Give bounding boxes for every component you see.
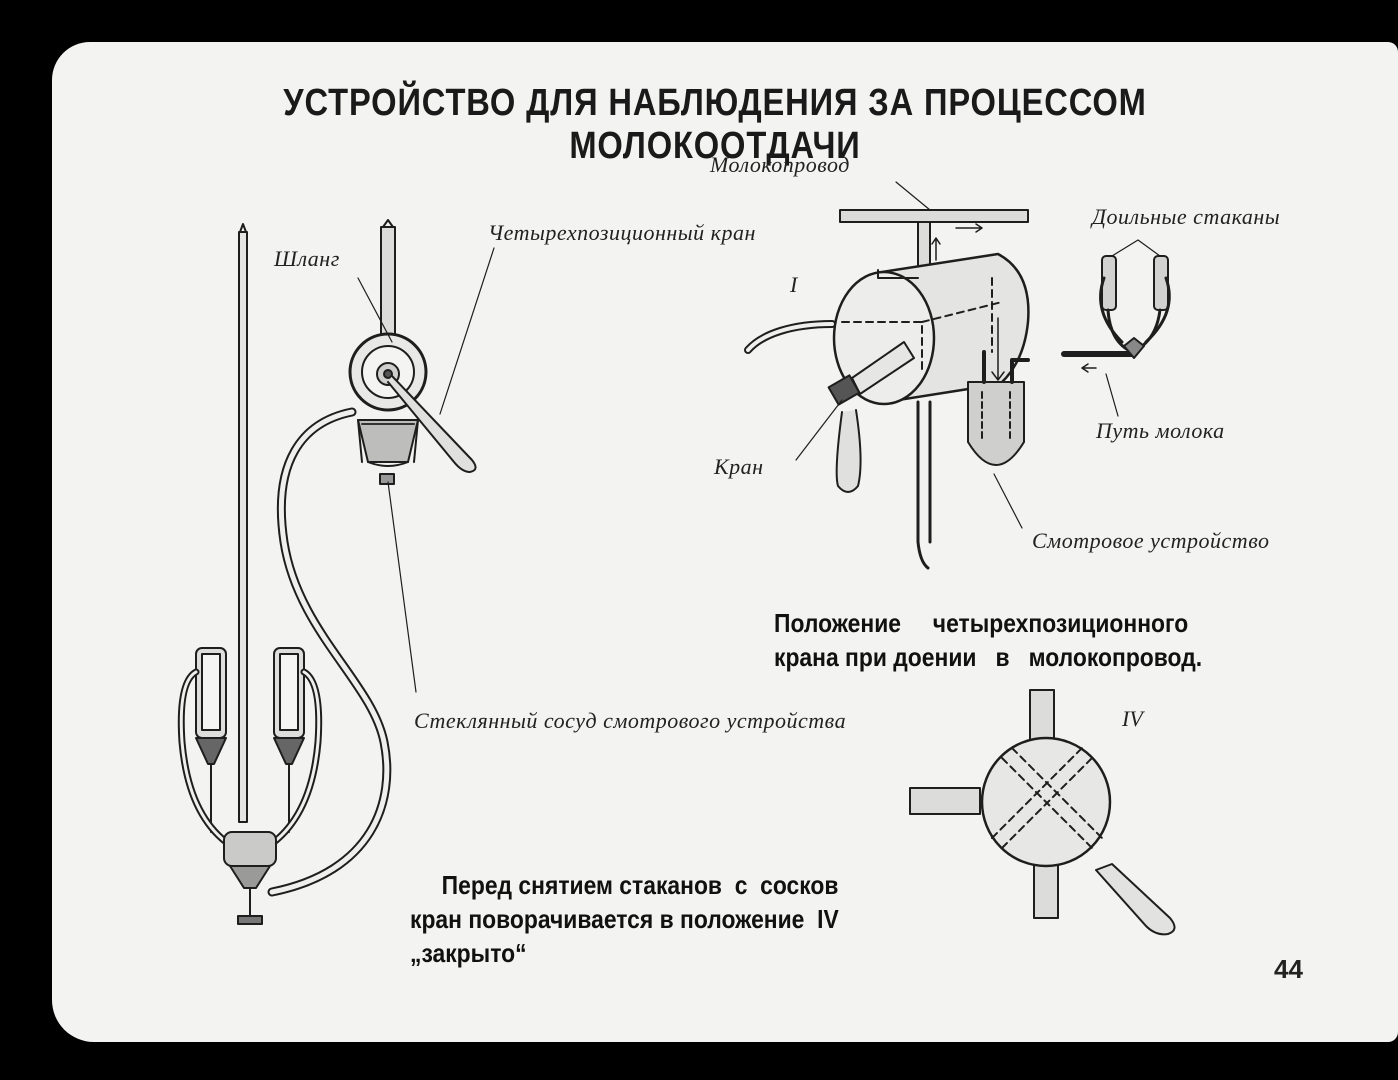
label-milk-path: Путь молока [1096, 418, 1225, 443]
caption-closed-position: Перед снятием стаканов с сосков кран пов… [410, 868, 839, 970]
label-glass-vessel: Стеклянный сосуд смотрового устройства [414, 708, 847, 733]
label-teat-cups: Доильные стаканы [1092, 204, 1281, 229]
closed-position-drawing [909, 689, 1176, 936]
label-valve: Кран [714, 454, 764, 479]
caption-milking-line-1: Положение четырехпозиционного [774, 608, 1189, 638]
position-one-marker: I [790, 272, 798, 297]
label-hose: Шланг [274, 246, 340, 271]
milking-position-drawing [744, 181, 1171, 570]
caption-closed-line-3: „закрыто“ [410, 938, 527, 968]
slide: УСТРОЙСТВО ДЛЯ НАБЛЮДЕНИЯ ЗА ПРОЦЕССОМ М… [52, 42, 1398, 1042]
caption-milking-line-2: крана при доении в молокопровод. [774, 642, 1203, 672]
page-number: 44 [1274, 954, 1303, 984]
label-milk-pipeline: Молокопровод [710, 152, 850, 177]
slide-title: УСТРОЙСТВО ДЛЯ НАБЛЮДЕНИЯ ЗА ПРОЦЕССОМ М… [283, 82, 1147, 167]
label-sight-device: Смотровое устройство [1032, 528, 1270, 553]
milking-apparatus [177, 219, 495, 925]
diagram-drawing [177, 181, 1176, 936]
label-four-way-valve: Четырехпозиционный кран [488, 220, 756, 245]
position-four-marker: IV [1122, 706, 1143, 731]
caption-closed-line-2: кран поворачивается в положение IV [410, 904, 839, 934]
caption-milking-position: Положение четырехпозиционного крана при … [774, 606, 1202, 674]
caption-closed-line-1: Перед снятием стаканов с сосков [441, 870, 839, 900]
